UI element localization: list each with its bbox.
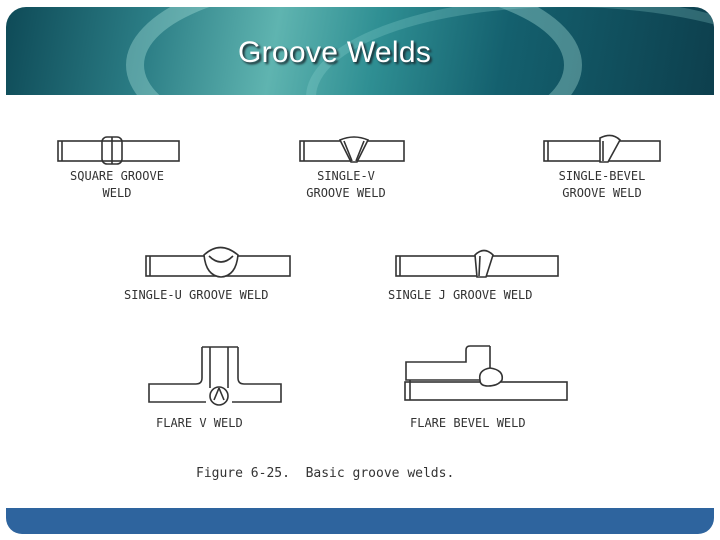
single-v-groove-weld-drawing [299, 136, 405, 163]
label-single-v-line1: SINGLE-V [317, 169, 375, 183]
single-u-groove-weld-drawing [145, 246, 291, 278]
label-square-groove-line2: WELD [102, 186, 132, 200]
square-groove-weld-drawing [57, 136, 180, 165]
label-single-bevel-line2: GROOVE WELD [562, 186, 642, 200]
figure-caption: Figure 6-25. Basic groove welds. [196, 466, 455, 481]
title-banner [6, 7, 714, 95]
label-single-bevel-line1: SINGLE-BEVEL [558, 169, 646, 183]
flare-bevel-weld-drawing [404, 345, 568, 401]
label-square-groove-line1: SQUARE GROOVE [70, 169, 164, 183]
label-single-j: SINGLE J GROOVE WELD [388, 288, 533, 302]
label-single-u: SINGLE-U GROOVE WELD [124, 288, 269, 302]
slide-title: Groove Welds [238, 36, 432, 69]
single-j-groove-weld-drawing [395, 249, 559, 278]
single-bevel-groove-weld-drawing [543, 134, 661, 163]
label-flare-bevel: FLARE BEVEL WELD [410, 416, 526, 430]
flare-v-weld-drawing [148, 346, 282, 406]
label-flare-v: FLARE V WELD [156, 416, 243, 430]
label-single-v-line2: GROOVE WELD [306, 186, 386, 200]
footer-bar [6, 508, 714, 534]
